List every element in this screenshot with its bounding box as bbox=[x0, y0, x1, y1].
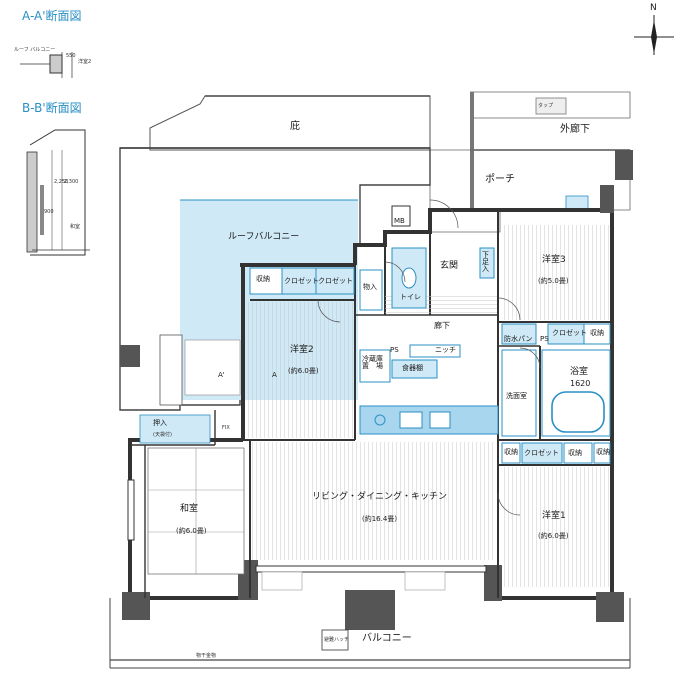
label-washitsu: 和室 bbox=[180, 504, 199, 514]
section-bb-washitsu: 和室 bbox=[70, 224, 81, 230]
windows bbox=[127, 479, 487, 591]
label-western3-size: (約5.0畳) bbox=[538, 277, 569, 285]
flooring bbox=[247, 225, 610, 587]
compass-north-label: N bbox=[650, 3, 657, 13]
section-aa-bedroom-label: 洋室2 bbox=[78, 59, 92, 65]
label-ps: PS bbox=[540, 335, 549, 343]
label-ldk-size: (約16.4畳) bbox=[362, 515, 398, 523]
label-tap: タップ bbox=[538, 103, 554, 109]
north-compass-icon bbox=[634, 15, 674, 55]
label-storage-top: 収納 bbox=[256, 275, 270, 283]
label-tatami-edge: 物干金物 bbox=[196, 653, 217, 659]
label-closet-bed1: クロゼット bbox=[524, 449, 559, 457]
label-western2: 洋室2 bbox=[290, 345, 314, 355]
label-western1: 洋室1 bbox=[542, 511, 566, 521]
eaves-area bbox=[120, 95, 431, 151]
label-pantry: 食器棚 bbox=[402, 364, 423, 372]
label-washitsu-size: (約6.0畳) bbox=[176, 527, 207, 535]
label-storage-bed1c: 収納 bbox=[596, 448, 610, 456]
section-bb-dim-2300: 2,300 bbox=[64, 179, 79, 185]
door-swings bbox=[317, 199, 541, 516]
label-storage-bed1a: 収納 bbox=[504, 448, 518, 456]
label-storage-bed1b: 収納 bbox=[568, 449, 582, 457]
fixtures bbox=[249, 205, 611, 464]
label-vent: 避難ハッチ bbox=[324, 637, 350, 643]
section-bb-dim-900: 900 bbox=[44, 209, 54, 215]
label-ps-kitchen: PS bbox=[390, 346, 399, 354]
label-shoe-cabinet: 下足入 bbox=[482, 251, 489, 273]
label-balcony: バルコニー bbox=[362, 633, 412, 644]
balcony-area bbox=[109, 598, 631, 669]
label-oshiire-small: 物入 bbox=[363, 283, 377, 291]
label-hallway: 廊下 bbox=[434, 321, 450, 330]
label-closet-3: クロゼット bbox=[552, 329, 587, 337]
section-aa-title: A-A'断面図 bbox=[22, 9, 82, 23]
label-mb: MB bbox=[394, 217, 405, 225]
section-aa-diagram bbox=[20, 52, 73, 78]
label-closet-2: クロゼット bbox=[318, 277, 353, 285]
label-closet-1: クロゼット bbox=[284, 277, 319, 285]
label-fix: FIX bbox=[222, 425, 230, 431]
label-tenbukuro: (天袋付) bbox=[153, 432, 172, 438]
section-aa-roof-label: ルーフ バルコニー bbox=[14, 47, 56, 53]
label-bath-size: 1620 bbox=[570, 379, 591, 388]
label-toilet: トイレ bbox=[400, 293, 421, 301]
label-western2-size: (約6.0畳) bbox=[288, 367, 319, 375]
label-ldk: リビング・ダイニング・キッチン bbox=[312, 492, 448, 502]
section-aa-dim: 550 bbox=[66, 53, 76, 59]
label-bath: 浴室 bbox=[570, 367, 589, 377]
label-roof-balcony: ルーフバルコニー bbox=[228, 232, 300, 242]
label-storage-right: 収納 bbox=[590, 329, 604, 337]
label-washroom: 洗面室 bbox=[506, 392, 527, 400]
label-waterproof-pan: 防水パン bbox=[504, 335, 533, 343]
label-niche: ニッチ bbox=[435, 346, 456, 354]
label-western3: 洋室3 bbox=[542, 255, 566, 265]
label-a-prime: A' bbox=[218, 371, 225, 379]
section-bb-diagram bbox=[26, 129, 90, 256]
label-eaves: 庇 bbox=[290, 121, 300, 132]
section-bb-dim-2250: 2,250 bbox=[54, 179, 69, 185]
label-oshiire: 押入 bbox=[153, 419, 167, 427]
label-entrance: 玄関 bbox=[440, 261, 459, 271]
label-outer-corridor: 外廊下 bbox=[560, 124, 590, 135]
washitsu-tatami bbox=[139, 414, 245, 575]
section-bb-title: B-B'断面図 bbox=[22, 101, 82, 115]
label-western1-size: (約6.0畳) bbox=[538, 532, 569, 540]
label-fridge: 冷蔵庫 置 場 bbox=[362, 355, 383, 370]
label-porch: ポーチ bbox=[485, 174, 515, 185]
label-a-mark: A bbox=[272, 371, 277, 379]
